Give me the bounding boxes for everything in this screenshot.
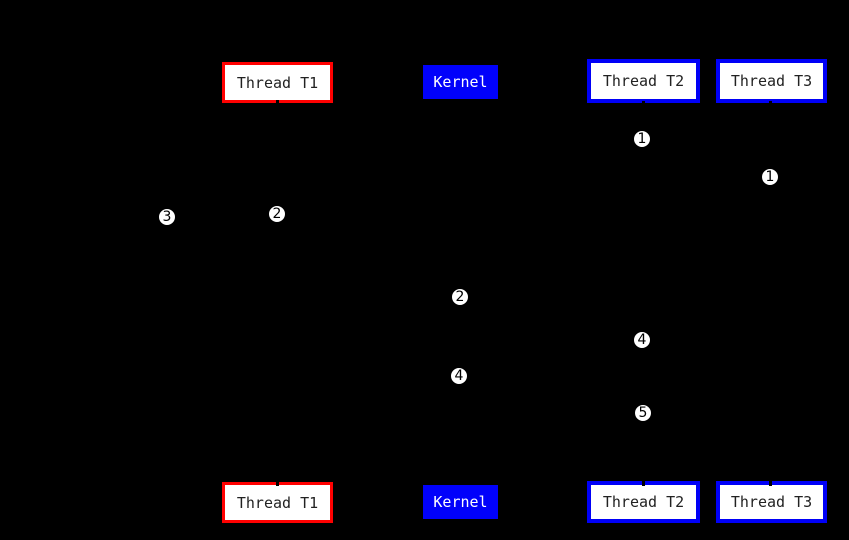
lifeline-thread-t3 [769, 101, 772, 486]
step-marker-1-thread-t3: 1 [760, 167, 780, 187]
step-marker-4-kernel: 4 [449, 366, 469, 386]
lifeline-thread-t1 [276, 100, 279, 486]
actor-box-thread-t1-bottom: Thread T1 [222, 482, 333, 523]
step-marker-2-kernel: 2 [450, 287, 470, 307]
step-marker-2-thread-t1: 2 [267, 204, 287, 224]
lifeline-thread-t2 [642, 101, 645, 486]
actor-box-thread-t3-top: Thread T3 [716, 59, 827, 103]
step-marker-3-left: 3 [157, 207, 177, 227]
actor-box-thread-t2-top: Thread T2 [587, 59, 700, 103]
step-marker-4-thread-t2: 4 [632, 330, 652, 350]
actor-box-thread-t1-top: Thread T1 [222, 62, 333, 103]
step-marker-1-thread-t2: 1 [632, 129, 652, 149]
actor-box-kernel-bottom: Kernel [423, 485, 498, 519]
actor-box-thread-t3-bottom: Thread T3 [716, 481, 827, 523]
actor-box-thread-t2-bottom: Thread T2 [587, 481, 700, 523]
step-marker-5-thread-t2: 5 [633, 403, 653, 423]
actor-box-kernel-top: Kernel [423, 65, 498, 99]
